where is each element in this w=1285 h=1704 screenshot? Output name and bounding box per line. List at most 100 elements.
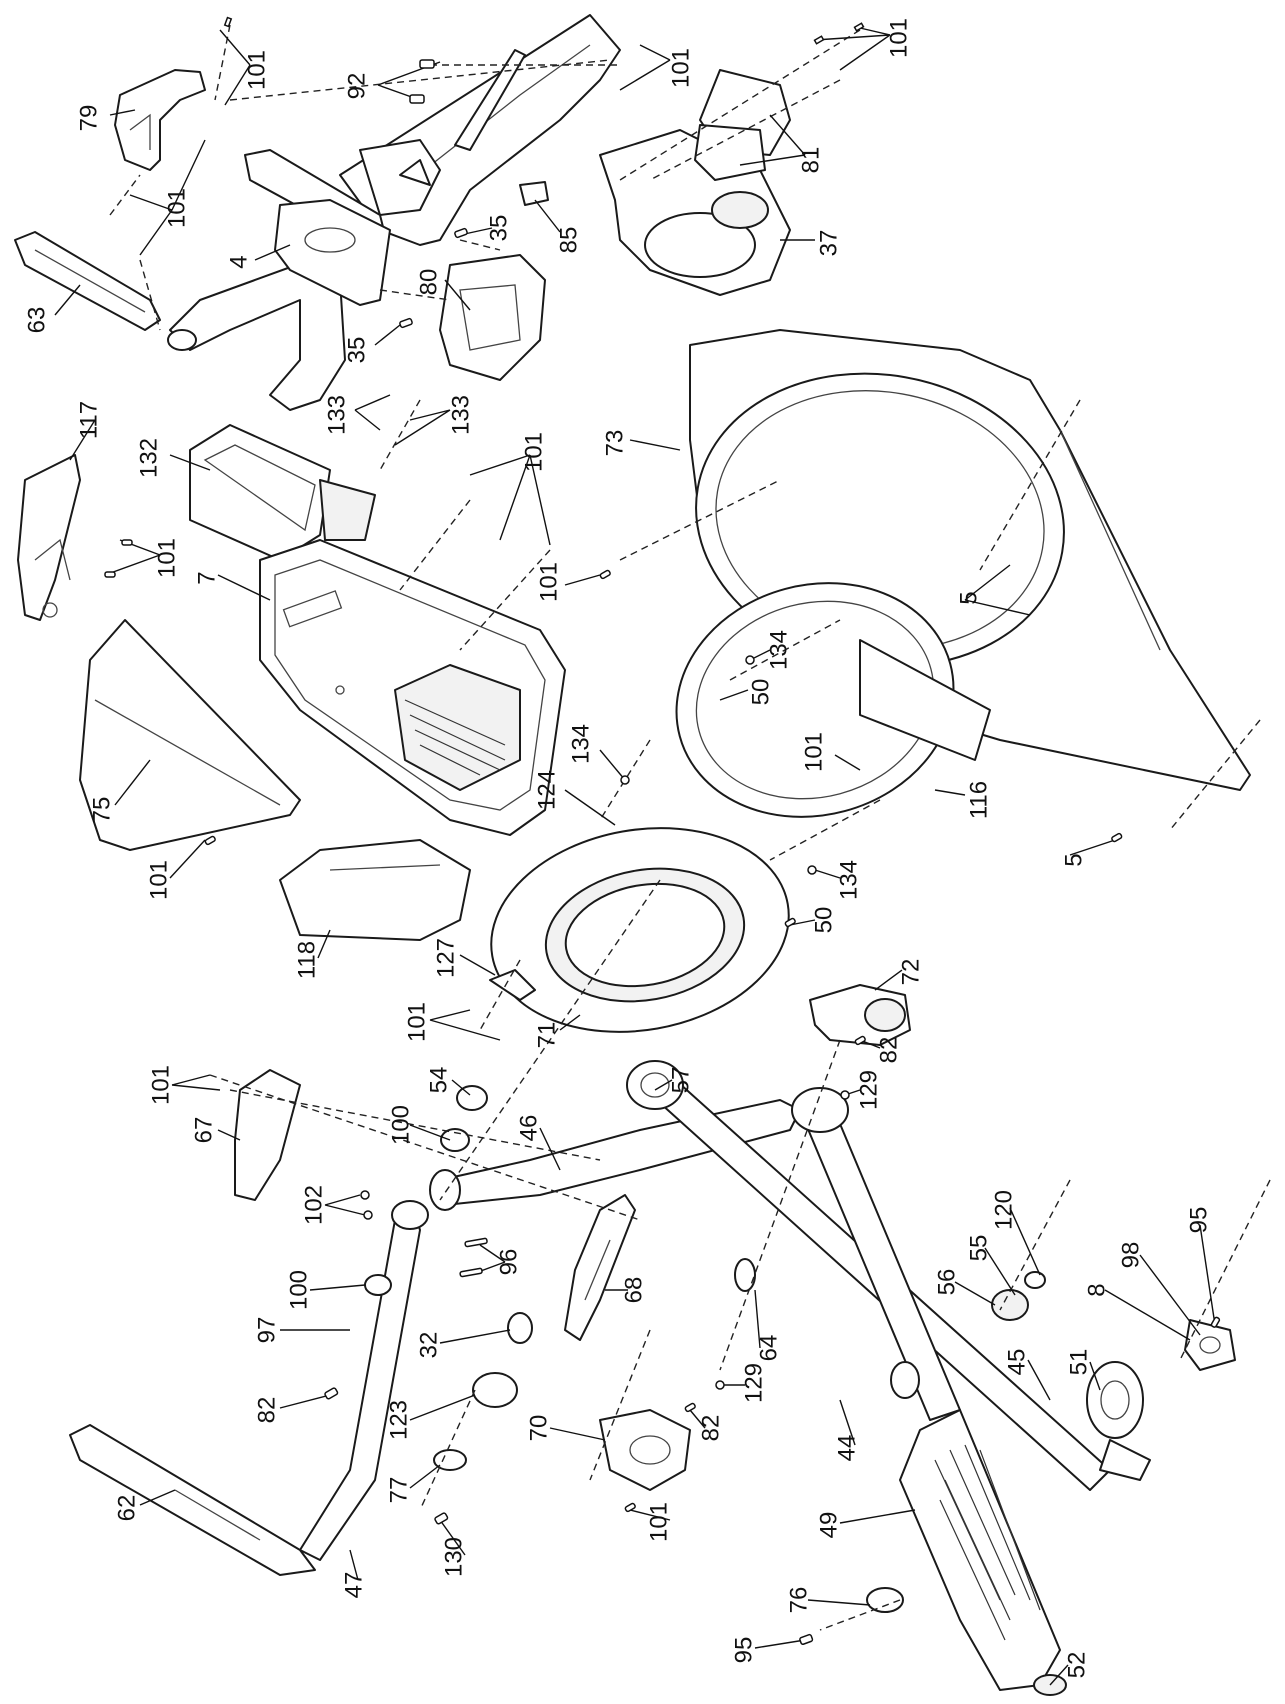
part-label-l67: 67 <box>190 1117 217 1144</box>
part-label-l85: 85 <box>555 227 582 254</box>
part-label-l92: 92 <box>343 73 370 100</box>
part-label-l51: 51 <box>1065 1349 1092 1376</box>
part-label-l101h: 101 <box>800 732 827 772</box>
part-72-cap <box>809 984 911 1046</box>
part-label-l101l: 101 <box>645 1502 672 1542</box>
part-label-l7: 7 <box>193 571 220 584</box>
part-label-l5a: 5 <box>955 591 982 604</box>
part-49-pedal <box>899 1409 1067 1696</box>
part-71-ring-cover <box>490 827 790 1033</box>
assembly-dashed-lines <box>109 24 1271 1631</box>
part-label-l129a: 129 <box>855 1070 882 1110</box>
part-label-l130: 130 <box>440 1537 467 1577</box>
part-37-handle-housing <box>599 69 791 296</box>
part-label-l46: 46 <box>515 1115 542 1142</box>
part-label-l129b: 129 <box>740 1363 767 1403</box>
part-75-cover <box>79 619 301 851</box>
part-label-l134c: 134 <box>835 860 862 900</box>
part-label-l118: 118 <box>293 941 320 979</box>
part-67-cover <box>234 1069 301 1201</box>
part-label-l4: 4 <box>225 255 252 268</box>
part-label-l63: 63 <box>23 307 50 334</box>
part-132-tray <box>189 424 376 561</box>
part-79-cover <box>114 69 206 171</box>
part-label-l101c: 101 <box>885 18 912 58</box>
part-label-l134a: 134 <box>765 630 792 670</box>
part-118-shroud <box>279 839 471 941</box>
part-label-l79: 79 <box>75 105 102 132</box>
part-label-l123: 123 <box>385 1400 412 1440</box>
part-label-l101a: 101 <box>243 50 270 90</box>
part-label-l82c: 82 <box>697 1415 724 1442</box>
part-label-l101b: 101 <box>667 48 694 88</box>
part-80-bracket <box>439 254 546 381</box>
part-label-l100a: 100 <box>387 1105 414 1145</box>
part-label-l101e: 101 <box>520 432 547 472</box>
part-label-l96: 96 <box>495 1249 522 1276</box>
part-label-l68: 68 <box>620 1277 647 1304</box>
leader-lines <box>54 27 1216 1686</box>
part-117-cover <box>17 454 81 621</box>
part-label-l101f: 101 <box>153 538 180 578</box>
part-47-handlebar <box>69 1200 429 1576</box>
part-label-l50b: 50 <box>810 907 837 934</box>
part-label-l95a: 95 <box>1185 1207 1212 1234</box>
part-label-l101d: 101 <box>163 188 190 228</box>
part-44-arm <box>791 1087 961 1421</box>
part-label-l102: 102 <box>300 1185 327 1225</box>
part-label-l47: 47 <box>340 1572 367 1599</box>
part-label-l98: 98 <box>1117 1242 1144 1269</box>
part-label-l80: 80 <box>415 269 442 296</box>
part-label-l70: 70 <box>525 1415 552 1442</box>
fasteners <box>104 16 1221 1645</box>
part-label-l101g: 101 <box>535 562 562 602</box>
part-label-l55: 55 <box>965 1235 992 1262</box>
part-label-l133a: 133 <box>323 395 350 435</box>
part-label-l97: 97 <box>253 1317 280 1344</box>
part-68-cover <box>564 1194 636 1341</box>
part-label-l37: 37 <box>815 230 842 257</box>
part-63-grip <box>14 231 161 331</box>
part-label-l76: 76 <box>785 1587 812 1614</box>
part-number-labels: 101 79 92 101 101 81 101 4 35 85 37 63 80 35 117 133 133… <box>23 18 1212 1678</box>
part-label-l49: 49 <box>815 1512 842 1539</box>
part-label-l124: 124 <box>533 770 560 810</box>
part-label-l77: 77 <box>385 1477 412 1504</box>
part-label-l35a: 35 <box>485 215 512 242</box>
part-8-cap <box>1184 1319 1236 1371</box>
part-label-l82b: 82 <box>253 1397 280 1424</box>
part-label-l62: 62 <box>113 1495 140 1522</box>
part-label-l120: 120 <box>990 1190 1017 1230</box>
part-127-clip <box>489 969 536 1001</box>
part-label-l35b: 35 <box>343 337 370 364</box>
part-51-wheel <box>1086 1361 1151 1481</box>
part-label-l117: 117 <box>75 401 102 439</box>
part-label-l101j: 101 <box>403 1002 430 1042</box>
part-label-l95b: 95 <box>730 1637 757 1664</box>
part-85-clip <box>519 181 549 206</box>
part-label-l52: 52 <box>1063 1652 1090 1679</box>
part-label-l116: 116 <box>965 781 992 819</box>
part-label-l5b: 5 <box>1060 853 1087 866</box>
part-label-l72: 72 <box>897 959 924 986</box>
part-label-l81: 81 <box>797 147 824 174</box>
part-label-l101i: 101 <box>145 860 172 900</box>
part-label-l64: 64 <box>755 1335 782 1362</box>
part-label-l101k: 101 <box>147 1065 174 1105</box>
part-116-inner-ring <box>675 582 991 818</box>
part-7-console <box>259 539 566 836</box>
part-label-l50a: 50 <box>747 679 774 706</box>
part-label-l100b: 100 <box>285 1270 312 1310</box>
part-label-l73: 73 <box>601 430 628 457</box>
part-70-cover <box>599 1409 691 1491</box>
part-label-l133b: 133 <box>447 395 474 435</box>
part-small-bearings <box>364 1085 1046 1613</box>
part-label-l56: 56 <box>933 1269 960 1296</box>
part-label-l75: 75 <box>88 797 115 824</box>
part-label-l127: 127 <box>432 938 459 978</box>
part-upright-mast <box>339 14 621 246</box>
part-label-l71: 71 <box>533 1022 560 1049</box>
part-label-l45: 45 <box>1003 1349 1030 1376</box>
part-label-l134b: 134 <box>567 724 594 764</box>
